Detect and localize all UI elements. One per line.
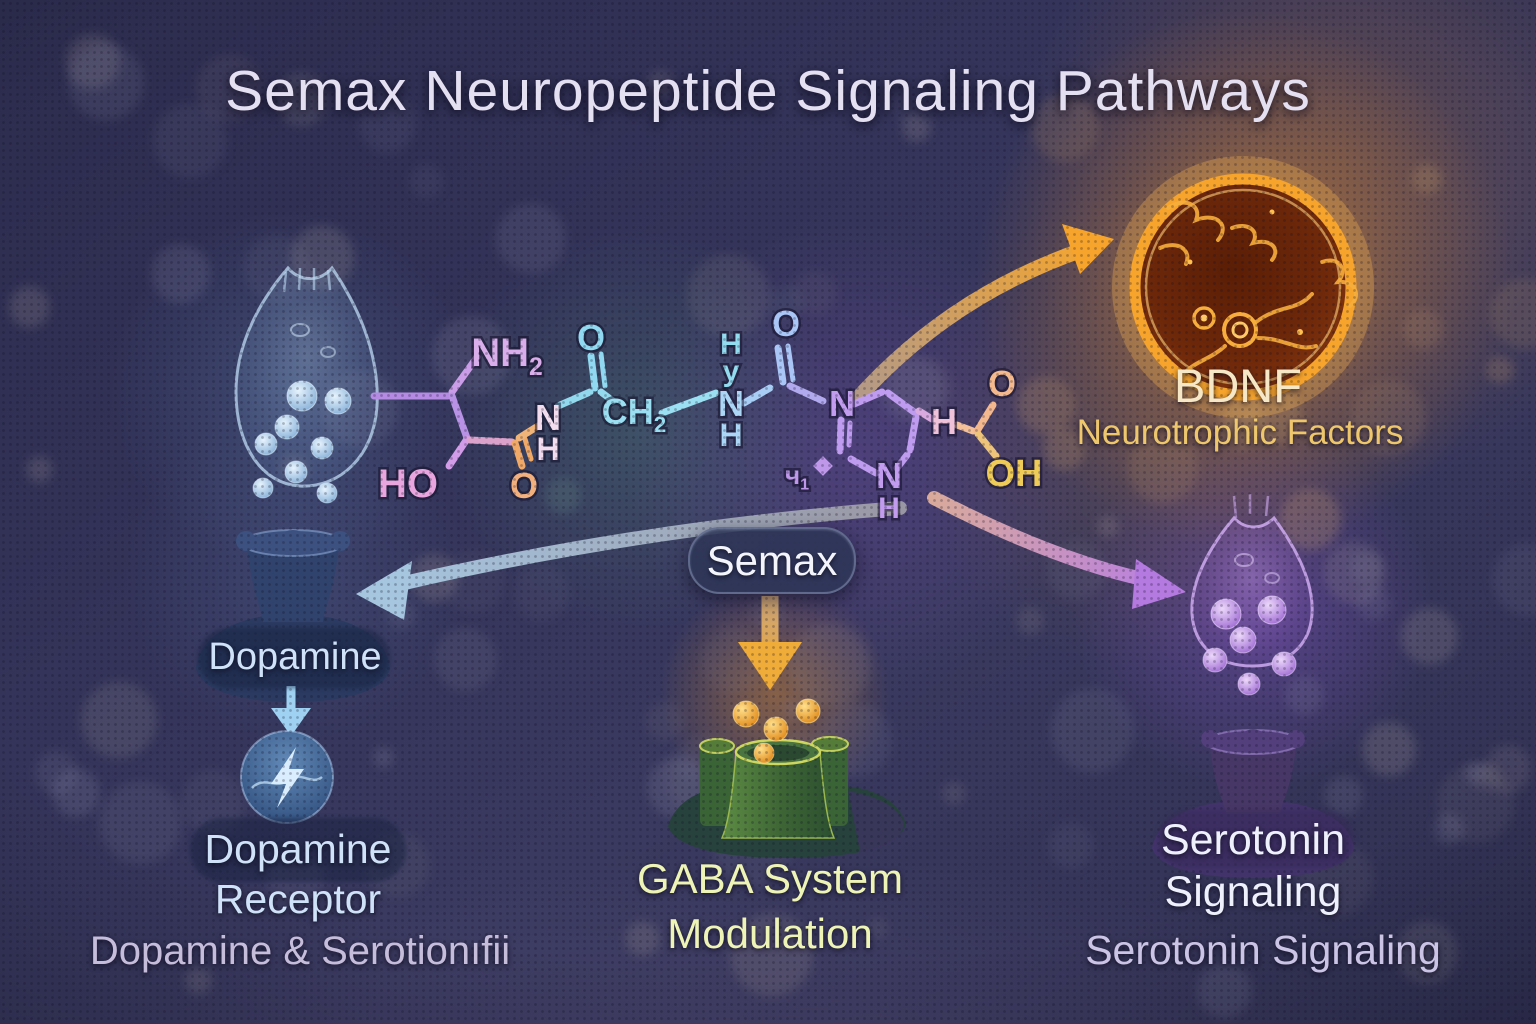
semax-badge: Semax xyxy=(688,527,856,594)
gaba-receptor-graphic xyxy=(668,698,906,858)
gaba-line2: Modulation xyxy=(667,909,873,957)
molecule-bond xyxy=(836,416,845,455)
molecule-bond xyxy=(973,401,997,435)
atom-label: H xyxy=(719,417,742,453)
molecule-bond xyxy=(554,388,594,410)
molecule-bond xyxy=(847,455,880,477)
molecule-bond xyxy=(466,436,516,446)
dopamine-synapse xyxy=(234,265,379,504)
dopamine-receptor-line1: Dopamine xyxy=(204,826,392,872)
molecule-bond xyxy=(953,421,977,435)
molecule-diamond-artifact xyxy=(813,456,833,476)
molecule-bond xyxy=(786,382,827,405)
atom-label: N xyxy=(829,383,855,424)
molecule-bond xyxy=(445,435,471,470)
dopamine-synapse-label: Dopamine xyxy=(208,636,382,678)
molecule-bond xyxy=(587,352,599,392)
molecule-bond xyxy=(658,389,720,417)
atom-label: H xyxy=(536,431,559,467)
dopamine-receptor-label: Dopamine Receptor xyxy=(178,824,418,924)
atom-label: CH2 xyxy=(602,391,666,437)
arrow-semax-to-gaba xyxy=(738,596,802,690)
serotonin-label-backdrop xyxy=(1158,810,1354,868)
serotonin-line1: Serotonin xyxy=(1160,816,1346,864)
page-title: Semax Neuropeptide Signaling Pathways xyxy=(225,59,1311,123)
atom-label: HO xyxy=(378,462,438,506)
dopamine-receptor-backdrop xyxy=(190,818,406,882)
serotonin-line2: Signaling xyxy=(1164,868,1342,917)
molecule-bond xyxy=(785,343,796,383)
molecule-bond xyxy=(511,439,526,470)
molecule-bond xyxy=(774,344,787,386)
atom-label: OH xyxy=(986,453,1043,495)
atom-label: NH2 xyxy=(471,331,543,381)
arrow-to-serotonin xyxy=(927,491,1186,609)
arrow-to-bdnf xyxy=(850,224,1114,406)
molecule-bond xyxy=(846,420,853,448)
atom-label: O xyxy=(772,303,800,344)
molecule-bond xyxy=(448,392,471,442)
atom-label: O xyxy=(510,465,538,506)
serotonin-caption: Serotonin Signaling xyxy=(1085,927,1441,973)
gaba-line1: GABA System xyxy=(636,855,904,902)
dopamine-receptor-line2: Receptor xyxy=(214,876,382,923)
dopamine-caption: Dopamine & Serotionıfii xyxy=(89,929,511,973)
molecule-bond xyxy=(740,384,774,407)
dopamine-receptor-circle xyxy=(240,730,334,824)
semax-badge-label: Semax xyxy=(706,536,838,584)
bdnf-title: BDNF xyxy=(1174,359,1302,412)
molecule-bond xyxy=(906,413,920,454)
atom-label: H xyxy=(878,492,900,525)
molecule-bond xyxy=(884,389,918,416)
atom-label: N xyxy=(876,455,902,496)
atom-label: O xyxy=(988,363,1016,404)
serotonin-synapse xyxy=(1190,494,1314,696)
atom-label: ч1 xyxy=(785,460,809,494)
molecule-bond xyxy=(522,436,534,462)
bdnf-subtitle: Neurotrophic Factors xyxy=(1076,413,1404,452)
molecule-bond xyxy=(598,351,608,389)
atom-label: H xyxy=(931,401,957,442)
dopamine-label-backdrop xyxy=(198,628,390,688)
serotonin-label: Serotonin Signaling xyxy=(1133,814,1373,919)
atom-label: O xyxy=(577,317,605,358)
gaba-label: GABA System Modulation xyxy=(613,852,927,961)
